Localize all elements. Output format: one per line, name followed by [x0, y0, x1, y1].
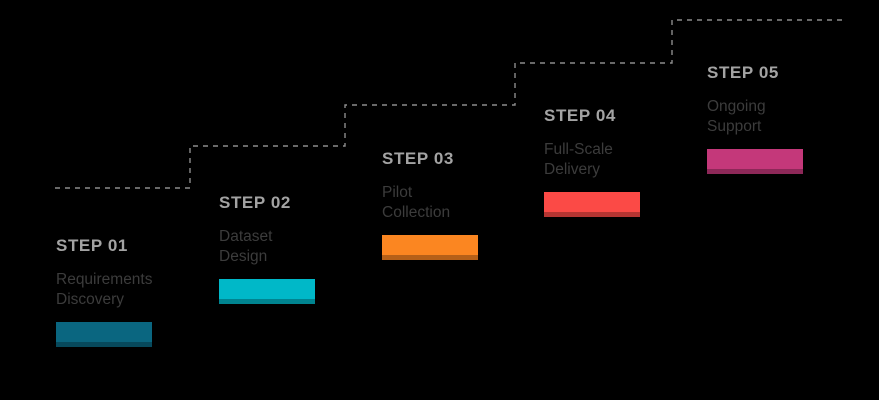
step-color-bar	[219, 278, 315, 299]
step-color-bar-shadow	[544, 211, 640, 217]
step-title-label: Pilot Collection	[382, 184, 451, 222]
step-eyebrow-label: STEP 03	[382, 149, 454, 168]
step-color-bar-shadow	[219, 298, 315, 304]
process-step-4[interactable]: STEP 04 Full-Scale Delivery	[544, 107, 640, 217]
process-step-2[interactable]: STEP 02 Dataset Design	[219, 194, 315, 304]
process-step-3[interactable]: STEP 03 Pilot Collection	[382, 150, 478, 260]
step-color-bar-shadow	[56, 341, 152, 347]
step-color-bar-shadow	[707, 168, 803, 174]
step-bar-group	[382, 234, 478, 260]
step-eyebrow-label: STEP 02	[219, 193, 291, 212]
step-color-bar	[707, 148, 803, 169]
process-step-1[interactable]: STEP 01 Requirements Discovery	[56, 237, 153, 347]
step-color-bar	[56, 321, 152, 342]
step-color-bar	[382, 234, 478, 255]
step-bar-group	[56, 321, 152, 347]
step-eyebrow-label: STEP 04	[544, 106, 616, 125]
step-bar-group	[707, 148, 803, 174]
step-eyebrow-label: STEP 01	[56, 236, 128, 255]
process-step-5[interactable]: STEP 05 Ongoing Support	[707, 64, 803, 174]
step-title-label: Requirements Discovery	[56, 271, 153, 309]
step-bar-group	[544, 191, 640, 217]
step-title-label: Ongoing Support	[707, 98, 766, 136]
step-color-bar	[544, 191, 640, 212]
step-title-label: Dataset Design	[219, 228, 273, 266]
step-title-label: Full-Scale Delivery	[544, 141, 613, 179]
step-color-bar-shadow	[382, 254, 478, 260]
step-bar-group	[219, 278, 315, 304]
step-eyebrow-label: STEP 05	[707, 63, 779, 82]
